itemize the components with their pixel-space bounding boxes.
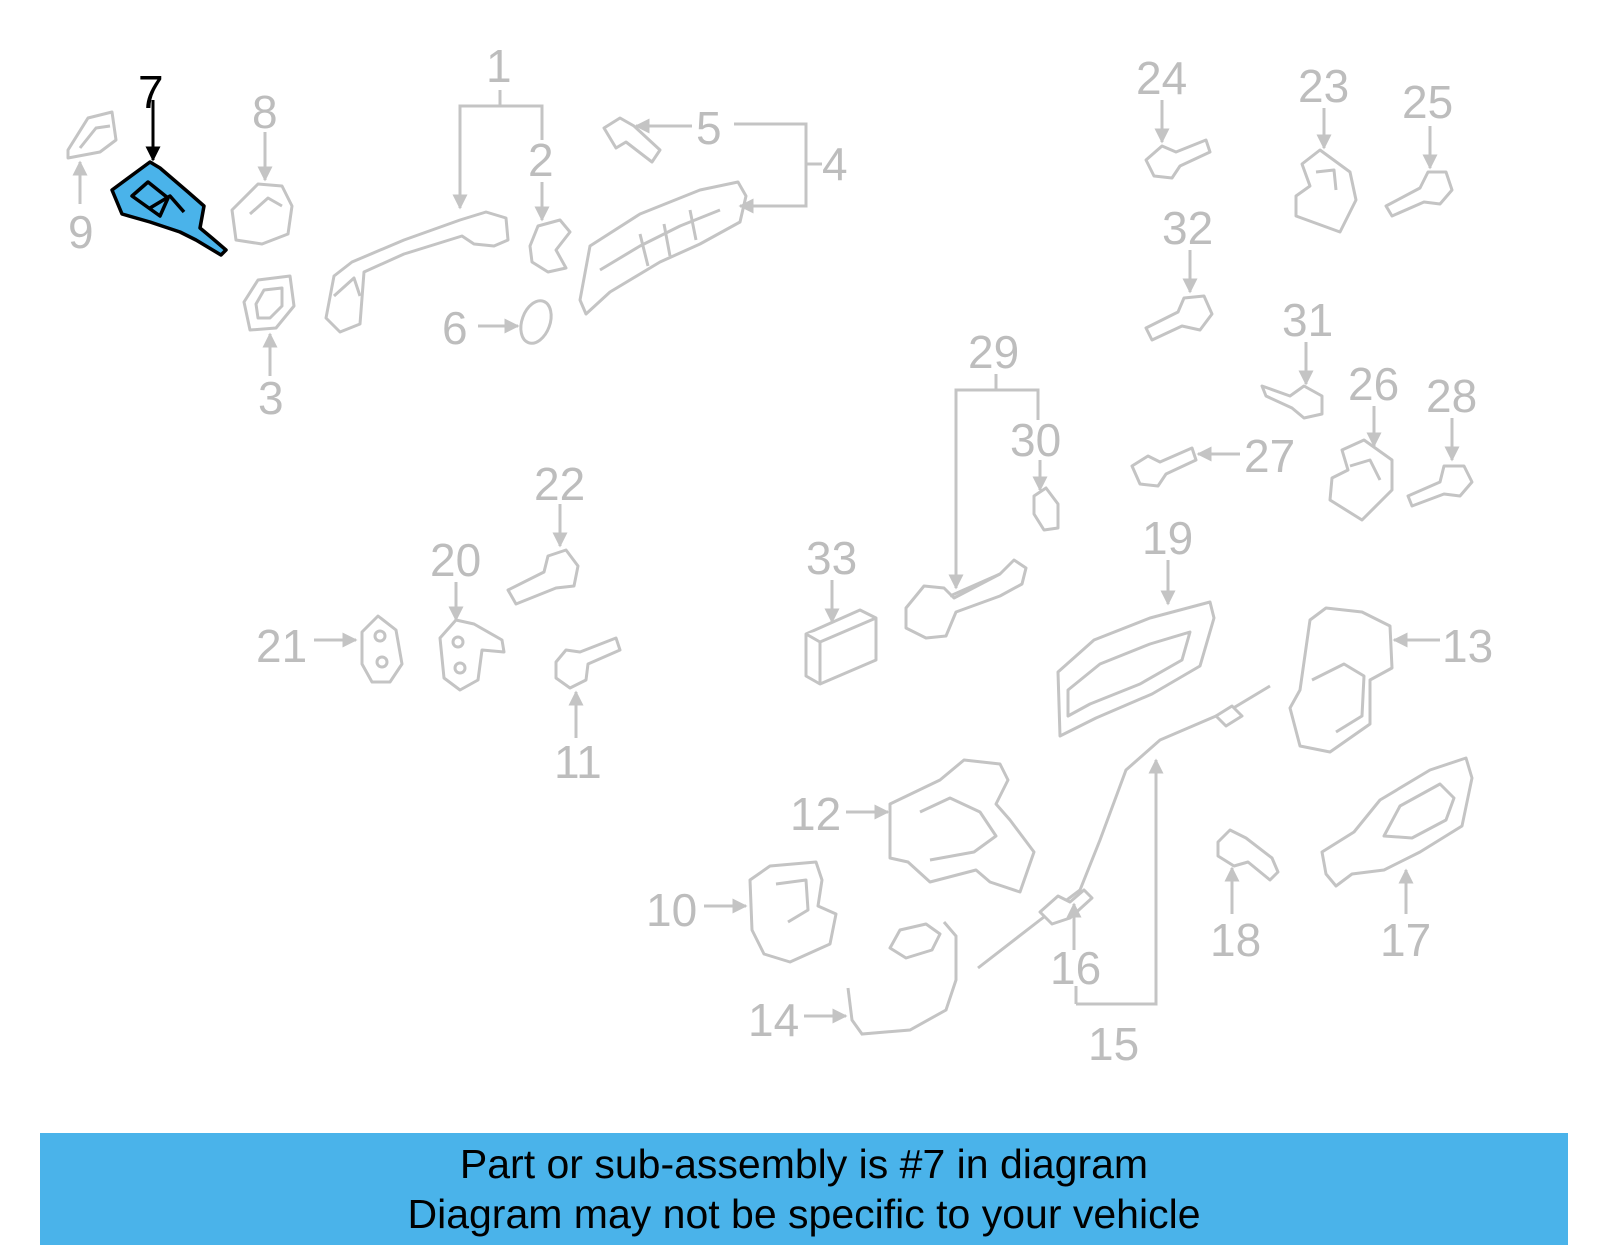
callout-13: 13 — [1442, 620, 1493, 672]
part-19-inside-handle-bezel — [1056, 600, 1216, 738]
part-6-oring — [519, 299, 553, 345]
callout-7: 7 — [138, 66, 164, 118]
callout-3: 3 — [258, 372, 284, 424]
part-31-bolt — [1260, 384, 1324, 420]
part-4-handle-bracket — [578, 180, 748, 316]
part-33-pad — [804, 608, 878, 686]
callout-33: 33 — [806, 532, 857, 584]
part-18-bolt — [1216, 828, 1280, 882]
callout-27: 27 — [1244, 430, 1295, 482]
callout-9: 9 — [68, 206, 94, 258]
part-25-bolt — [1384, 170, 1454, 218]
caption-line-2: Diagram may not be specific to your vehi… — [407, 1191, 1201, 1237]
part-1-outside-handle — [324, 210, 510, 334]
caption-banner: Part or sub-assembly is #7 in diagram Di… — [40, 1133, 1568, 1245]
part-9-cap — [66, 110, 118, 160]
callout-30: 30 — [1010, 414, 1061, 466]
callout-29: 29 — [968, 326, 1019, 378]
callout-31: 31 — [1282, 294, 1333, 346]
callout-28: 28 — [1426, 370, 1477, 422]
callout-25: 25 — [1402, 76, 1453, 128]
part-23-bracket — [1294, 148, 1358, 234]
part-13-latch — [1288, 606, 1394, 754]
callout-18: 18 — [1210, 914, 1261, 966]
callout-19: 19 — [1142, 512, 1193, 564]
part-28-bolt — [1406, 464, 1474, 508]
callout-16: 16 — [1050, 942, 1101, 994]
part-20-hinge — [438, 618, 506, 692]
callout-15: 15 — [1088, 1018, 1139, 1070]
part-12-actuator — [888, 758, 1036, 894]
callout-21: 21 — [256, 620, 307, 672]
part-17-inside-handle — [1320, 756, 1474, 888]
callout-17: 17 — [1380, 914, 1431, 966]
callout-10: 10 — [646, 884, 697, 936]
part-5-bolt — [602, 116, 662, 164]
part-24-bolt — [1144, 138, 1212, 180]
part-10-latch — [748, 860, 838, 964]
callout-24: 24 — [1136, 52, 1187, 104]
part-7-lock-cylinder — [110, 160, 228, 257]
callout-26: 26 — [1348, 358, 1399, 410]
part-32-bolt — [1144, 294, 1214, 342]
part-22-bolt — [506, 548, 580, 606]
callout-2: 2 — [528, 134, 554, 186]
callout-20: 20 — [430, 534, 481, 586]
callout-1: 1 — [486, 40, 512, 92]
callout-6: 6 — [442, 302, 468, 354]
callout-11: 11 — [554, 736, 602, 788]
callout-12: 12 — [790, 788, 841, 840]
part-26-bracket — [1328, 438, 1394, 522]
part-11-bolt — [554, 636, 622, 690]
callout-4: 4 — [822, 138, 848, 190]
part-3-gasket — [242, 274, 296, 332]
callout-5: 5 — [696, 102, 722, 154]
part-2-gasket — [528, 218, 572, 274]
callout-23: 23 — [1298, 60, 1349, 112]
part-29-door-check — [904, 558, 1028, 640]
part-14-rod — [846, 921, 958, 1036]
callout-14: 14 — [748, 994, 799, 1046]
part-15-cable — [977, 684, 1271, 970]
callout-8: 8 — [252, 86, 278, 138]
part-21-plate — [360, 614, 404, 684]
part-30-seal — [1032, 486, 1060, 532]
part-27-bolt — [1130, 446, 1198, 488]
callout-22: 22 — [534, 458, 585, 510]
caption-line-1: Part or sub-assembly is #7 in diagram — [459, 1141, 1149, 1187]
callout-32: 32 — [1162, 202, 1213, 254]
part-8-cover — [230, 182, 294, 246]
